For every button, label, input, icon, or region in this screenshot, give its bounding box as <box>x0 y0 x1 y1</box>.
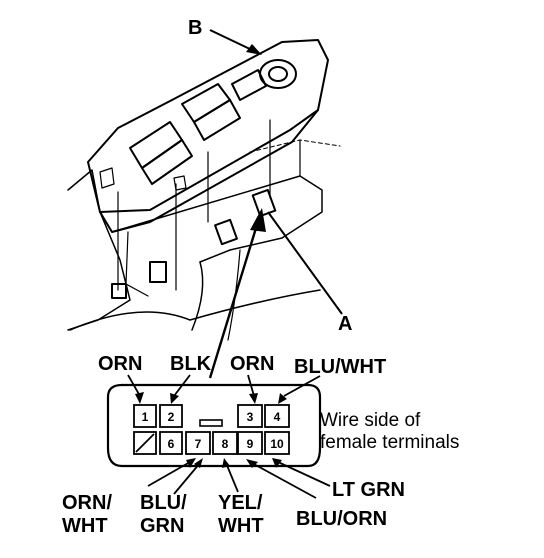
armrest <box>111 175 323 263</box>
wire-label-pin7: BLU/ GRN <box>140 492 187 537</box>
callout-b-arrowhead <box>246 44 262 55</box>
harness-connector <box>106 383 322 468</box>
blank-cavity-mark <box>135 433 155 453</box>
mirror-control-knob <box>259 59 297 89</box>
callout-a-leader <box>267 211 343 315</box>
connector-pointer-line <box>208 227 258 379</box>
panel-curve <box>69 289 321 331</box>
wire-label-pin2: BLK <box>170 353 212 375</box>
pin-number: 1 <box>141 410 149 424</box>
panel-connector <box>214 218 238 246</box>
callout-b-leader <box>209 29 253 51</box>
switch-housing <box>87 39 329 213</box>
pin-number: 10 <box>270 437 284 451</box>
pin-number: 3 <box>246 410 254 424</box>
wire-label-pin10: LT GRN <box>332 479 405 501</box>
lock-switch <box>231 69 267 101</box>
window-switch-mid-lower <box>193 99 241 141</box>
panel-connector-a <box>251 188 277 218</box>
connector-key <box>199 419 223 427</box>
wire-label-pin6: ORN/ WHT <box>62 492 112 537</box>
panel-clip <box>149 261 167 283</box>
pin-number: 4 <box>273 410 281 424</box>
pin-number: 6 <box>167 437 175 451</box>
top-leaders <box>127 374 321 397</box>
pin-number: 2 <box>167 410 175 424</box>
wire-label-pin3: ORN <box>230 353 275 375</box>
pin-number: 8 <box>221 437 229 451</box>
wire-label-pin9: BLU/ORN <box>296 508 388 530</box>
pin-number: 7 <box>194 437 202 451</box>
door-panel <box>67 169 131 331</box>
bottom-leaders <box>147 461 331 499</box>
connector-pointer-arrowhead <box>250 208 266 232</box>
wire-label-pin4: BLU/WHT <box>294 356 387 378</box>
connector-view-note: Wire side of female terminals <box>320 410 460 453</box>
window-switch-left-lower <box>141 139 193 185</box>
window-switch-mid <box>181 83 231 123</box>
wire-label-pin8: YEL/ WHT <box>218 492 264 537</box>
connector-cavities <box>133 404 290 455</box>
pin-number: 9 <box>246 437 254 451</box>
callout-a-label: A <box>338 313 353 335</box>
switch-housing-lower-edge <box>99 109 319 233</box>
callout-b-label: B <box>188 17 203 39</box>
wire-label-pin1: ORN <box>98 353 143 375</box>
